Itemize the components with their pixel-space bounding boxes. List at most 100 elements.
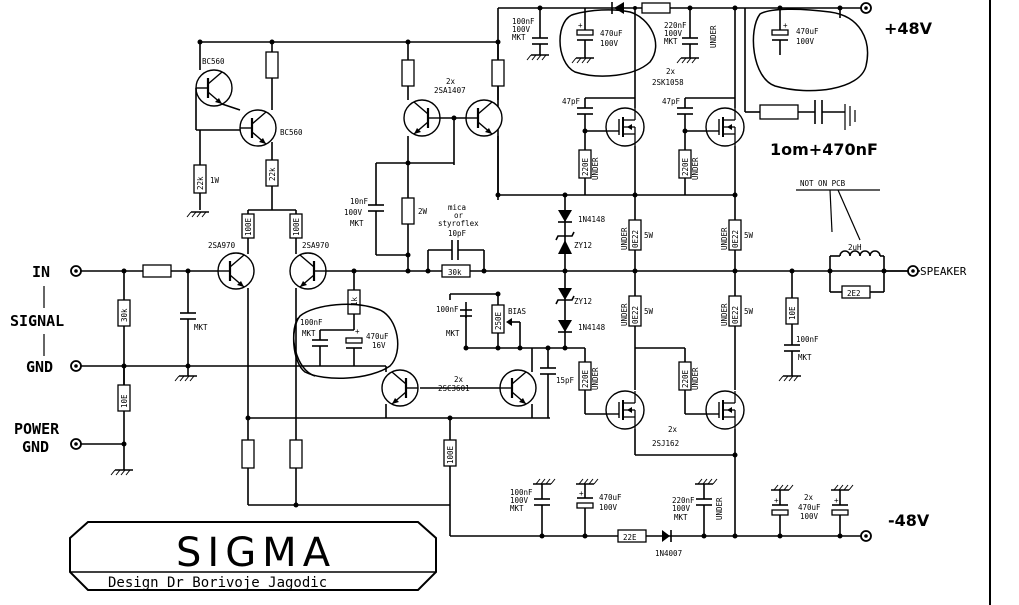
cap-bottom-4-value: 470uF: [798, 503, 821, 512]
mica-label: mica: [448, 203, 466, 212]
cap-bottom-1-value: 100nF: [510, 488, 533, 497]
q-bc560-b-label: BC560: [280, 128, 303, 137]
cap-top-2-voltage: 100V: [600, 39, 619, 48]
cap-bias-value: 100nF: [436, 305, 459, 314]
r-0e22-d-power: 5W: [744, 307, 754, 316]
title-text: SIGMA: [176, 530, 336, 576]
signal-label: SIGNAL: [10, 312, 64, 330]
r-30k-v-label: 30k: [120, 308, 129, 322]
cap-top-4-voltage: 100V: [796, 37, 815, 46]
r-220e-b-label: 220E: [681, 157, 690, 176]
q-2sj162-count: 2x: [668, 425, 678, 434]
d-1n4007-label: 1N4007: [655, 549, 682, 558]
power-gnd-label-2: GND: [22, 438, 49, 456]
r-22e-label: 22E: [623, 533, 637, 542]
cap-bottom-2-value: 470uF: [599, 493, 622, 502]
r-0e22-a-note: UNDER: [620, 227, 629, 250]
r-250e-label: 250E: [494, 311, 503, 330]
r-2e2-label: 2E2: [847, 289, 861, 298]
r-10e-zobel-label: 10E: [788, 306, 797, 320]
cap-in-type: MKT: [194, 323, 208, 332]
r-10e-label: 10E: [120, 394, 129, 408]
r-1w-label: 1W: [210, 176, 220, 185]
q-2sa970-a-label: 2SA970: [208, 241, 236, 250]
r-220e-a-note: UNDER: [591, 157, 600, 180]
cap-zobel-value: 100nF: [796, 335, 819, 344]
q-2sk1058-count: 2x: [666, 67, 676, 76]
r-22k-v-label: 22k: [196, 176, 205, 190]
cap-bottom-3-value: 220nF: [672, 496, 695, 505]
svg-text:+: +: [774, 496, 779, 505]
d-1n4148-bottom: 1N4148: [578, 323, 606, 332]
cap-vas-voltage: 100V: [344, 208, 363, 217]
r-0e22-b-label: 0E22: [731, 230, 740, 248]
r-100e-a-label: 100E: [244, 217, 253, 236]
cap-bottom-2-voltage: 100V: [599, 503, 618, 512]
cap-top-3-note: UNDER: [709, 25, 718, 48]
cap-top-1-value: 100nF: [512, 17, 535, 26]
not-on-pcb-label: NOT ON PCB: [800, 179, 846, 188]
cap-bottom-4-voltage: 100V: [800, 512, 819, 521]
bias-label: BIAS: [508, 307, 527, 316]
svg-text:+: +: [834, 496, 839, 505]
speaker-terminal-label: SPEAKER: [920, 265, 967, 278]
r-0e22-b-power: 5W: [744, 231, 754, 240]
cap-bottom-3-note: UNDER: [715, 497, 724, 520]
r-0e22-a-label: 0E22: [631, 230, 640, 248]
power-gnd-label-1: POWER: [14, 420, 60, 438]
svg-text:+: +: [783, 21, 788, 30]
cap-bottom-1-voltage: 100V: [510, 496, 529, 505]
cap-fb-2-voltage: 16V: [372, 341, 386, 350]
cap-fb-2-value: 470uF: [366, 332, 389, 341]
r-22k-b-label: 22k: [268, 167, 277, 181]
cap-fb-1-value: 100nF: [300, 318, 323, 327]
gnd-terminal-label: GND: [26, 358, 53, 376]
q-2sc3601-count: 2x: [454, 375, 464, 384]
cap-bottom-4-count: 2x: [804, 493, 814, 502]
title-block: SIGMA Design Dr Borivoje Jagodic: [69, 521, 437, 591]
q-2sk1058-label: 2SK1058: [652, 78, 684, 87]
positive-rail-label: +48V: [884, 19, 933, 38]
cap-47pf-a: 47pF: [562, 97, 581, 106]
svg-text:+: +: [355, 327, 360, 336]
r-0e22-c-label: 0E22: [631, 306, 640, 324]
r-0e22-c-note: UNDER: [620, 303, 629, 326]
r-220e-a-label: 220E: [581, 157, 590, 176]
styroflex-label: styroflex: [438, 219, 479, 228]
svg-text:+: +: [578, 21, 583, 30]
r-220e-d-label: 220E: [681, 369, 690, 388]
cap-10pf-label: 10pF: [448, 229, 467, 238]
or-label: or: [454, 211, 464, 220]
cap-top-3-type: MKT: [664, 37, 678, 46]
r-1k-label: 1k: [350, 296, 359, 306]
cap-zobel-type: MKT: [798, 353, 812, 362]
r-100e-b-label: 100E: [292, 217, 301, 236]
zener-top: ZY12: [574, 241, 592, 250]
d-1n4148-top: 1N4148: [578, 215, 606, 224]
inductor-label: 2uH: [848, 243, 862, 252]
r-0e22-d-note: UNDER: [720, 303, 729, 326]
cap-bottom-1-type: MKT: [510, 504, 524, 513]
q-2sa1407-label: 2SA1407: [434, 86, 466, 95]
r-30k-h-label: 30k: [448, 268, 462, 277]
r-220e-c-note: UNDER: [591, 367, 600, 390]
cap-vas-value: 10nF: [350, 197, 369, 206]
r-0e22-a-power: 5W: [644, 231, 654, 240]
designer-text: Design Dr Borivoje Jagodic: [108, 575, 327, 591]
negative-rail-label: -48V: [888, 511, 930, 530]
q-bc560-a-label: BC560: [202, 57, 225, 66]
cap-top-1-type: MKT: [512, 33, 526, 42]
cap-top-3-voltage: 100V: [664, 29, 683, 38]
cap-47pf-b: 47pF: [662, 97, 681, 106]
cap-top-4-value: 470uF: [796, 27, 819, 36]
svg-text:+: +: [579, 489, 584, 498]
r-0e22-c-power: 5W: [644, 307, 654, 316]
r-220e-d-note: UNDER: [691, 367, 700, 390]
cap-top-1-voltage: 100V: [512, 25, 531, 34]
zener-bottom: ZY12: [574, 297, 592, 306]
q-2sa970-b-label: 2SA970: [302, 241, 330, 250]
r-100e-low-label: 100E: [446, 445, 455, 464]
r-220e-b-note: UNDER: [691, 157, 700, 180]
cap-vas-type: MKT: [350, 219, 364, 228]
